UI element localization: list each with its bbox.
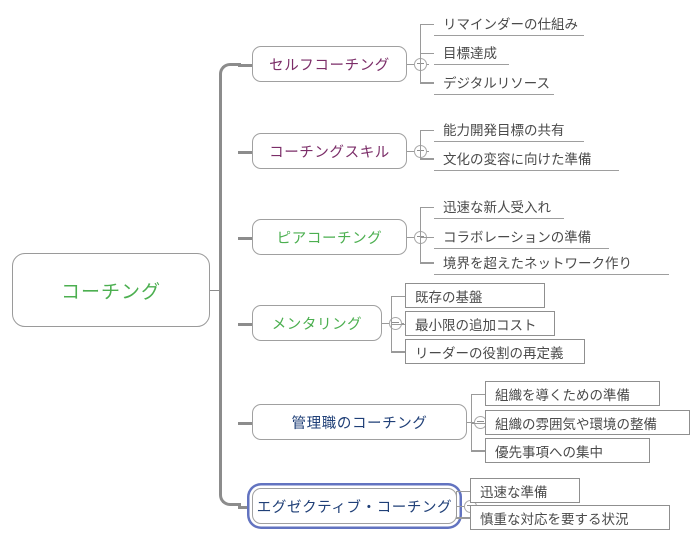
branch-node-label: ピアコーチング bbox=[276, 230, 383, 247]
branch-stub bbox=[238, 323, 256, 326]
leaf-connector bbox=[420, 82, 434, 84]
branch-stub bbox=[238, 422, 256, 425]
root-node[interactable]: コーチング bbox=[12, 253, 210, 327]
leaf-node[interactable]: 慎重な対応を要する状況 bbox=[470, 505, 670, 530]
leaf-node[interactable]: 迅速な新人受入れ bbox=[434, 194, 564, 219]
leaf-node[interactable]: 目標達成 bbox=[434, 40, 509, 65]
leaf-node[interactable]: コラボレーションの準備 bbox=[434, 224, 609, 249]
leaf-connector bbox=[471, 393, 485, 395]
leaf-node[interactable]: 組織を導くための準備 bbox=[485, 381, 660, 406]
node-toggle-link bbox=[407, 237, 414, 238]
branch-node-label: メンタリング bbox=[271, 316, 363, 333]
leaf-node[interactable]: 迅速な準備 bbox=[470, 478, 580, 503]
node-toggle-link bbox=[407, 151, 414, 152]
node-toggle-link bbox=[382, 323, 389, 324]
branch-stub bbox=[238, 64, 256, 67]
bracket-link bbox=[427, 151, 429, 152]
node-toggle-link bbox=[457, 506, 464, 507]
node-toggle-link bbox=[467, 422, 474, 423]
root-node-label: コーチング bbox=[60, 281, 161, 303]
node-toggle-link bbox=[407, 64, 414, 65]
branch-node-label: セルフコーチング bbox=[269, 57, 390, 74]
bracket-link bbox=[427, 237, 429, 238]
leaf-connector bbox=[391, 323, 405, 325]
leaf-connector bbox=[420, 206, 434, 208]
branch-node-label: エグゼクティブ・コーチング bbox=[256, 499, 453, 516]
leaf-node[interactable]: 組織の雰囲気や環境の整備 bbox=[485, 410, 690, 435]
leaf-connector bbox=[391, 295, 405, 297]
branch-node-label: コーチングスキル bbox=[269, 144, 390, 161]
bracket-link bbox=[427, 64, 429, 65]
branch-node-2[interactable]: コーチングスキル bbox=[252, 133, 407, 169]
collapse-minus-icon[interactable] bbox=[389, 316, 402, 330]
branch-node-3[interactable]: ピアコーチング bbox=[252, 219, 407, 255]
branch-node-5[interactable]: 管理職のコーチング bbox=[252, 404, 467, 440]
leaf-connector bbox=[420, 236, 434, 238]
leaf-node[interactable]: デジタルリソース bbox=[434, 70, 554, 95]
children-bracket bbox=[420, 206, 434, 263]
leaf-node[interactable]: 能力開発目標の共有 bbox=[434, 117, 584, 142]
leaf-node[interactable]: 境界を超えたネットワーク作り bbox=[434, 250, 669, 275]
leaf-connector bbox=[420, 129, 434, 131]
branch-node-4[interactable]: メンタリング bbox=[252, 305, 382, 341]
root-connector-stub bbox=[210, 290, 222, 291]
leaf-node[interactable]: 文化の変容に向けた準備 bbox=[434, 146, 619, 171]
branch-node-label: 管理職のコーチング bbox=[291, 415, 428, 432]
leaf-connector bbox=[420, 23, 434, 25]
leaf-node[interactable]: 既存の基盤 bbox=[405, 283, 545, 308]
leaf-node[interactable]: リマインダーの仕組み bbox=[434, 11, 584, 36]
leaf-node[interactable]: リーダーの役割の再定義 bbox=[405, 339, 585, 364]
leaf-node[interactable]: 優先事項への集中 bbox=[485, 438, 650, 463]
leaf-connector bbox=[391, 351, 405, 353]
leaf-connector bbox=[471, 422, 485, 424]
leaf-connector bbox=[456, 517, 470, 519]
branch-node-1[interactable]: セルフコーチング bbox=[252, 46, 407, 82]
branch-node-6[interactable]: エグゼクティブ・コーチング bbox=[252, 488, 457, 524]
leaf-connector bbox=[471, 450, 485, 452]
branch-stub bbox=[238, 151, 256, 154]
branch-stub bbox=[238, 506, 256, 509]
leaf-connector bbox=[420, 262, 434, 264]
trunk-connector bbox=[219, 63, 241, 506]
leaf-connector bbox=[420, 52, 434, 54]
leaf-connector bbox=[420, 158, 434, 160]
children-bracket bbox=[456, 490, 470, 518]
leaf-connector bbox=[456, 490, 470, 492]
branch-stub bbox=[238, 237, 256, 240]
children-bracket bbox=[420, 129, 434, 159]
leaf-node[interactable]: 最小限の追加コスト bbox=[405, 311, 555, 336]
